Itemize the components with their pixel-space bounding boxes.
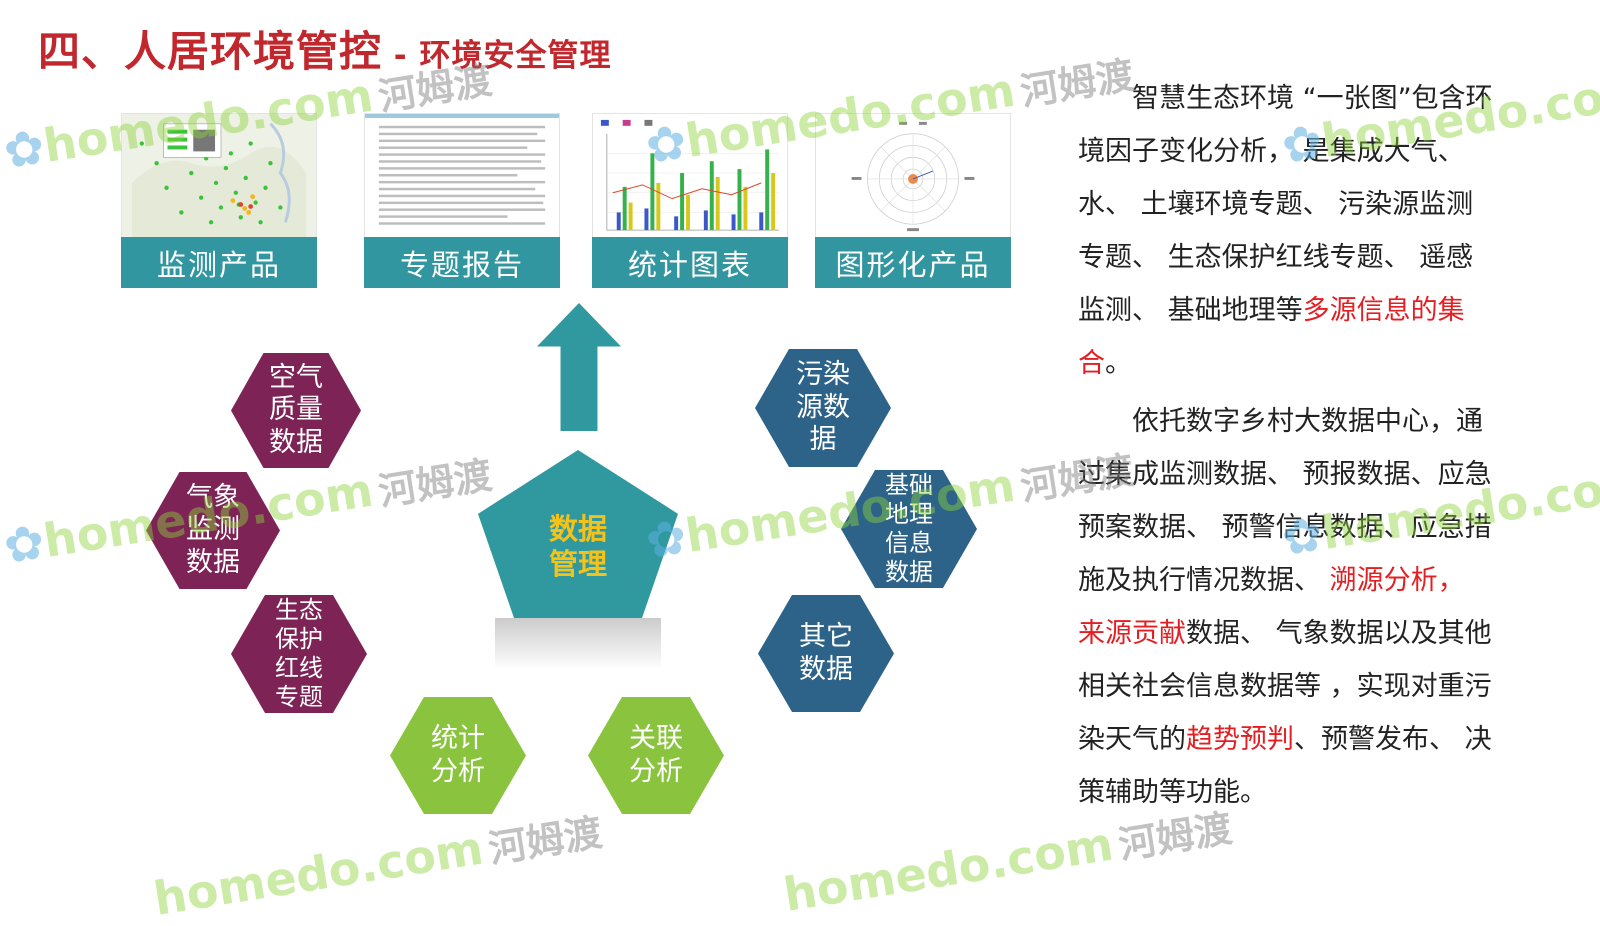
hex-other-data: 其它 数据 <box>758 595 894 712</box>
slide-title: 四、人居环境管控 - 环境安全管理 <box>38 18 611 79</box>
hex-stat-analysis: 统计 分析 <box>390 697 526 814</box>
bar-chart-thumbnail <box>592 113 788 239</box>
center-label: 数据 管理 <box>548 512 607 581</box>
flower-icon: ✿ <box>0 118 49 181</box>
data-management-pentagon: 数据 管理 <box>478 450 678 618</box>
title-sub: - 环境安全管理 <box>382 38 612 74</box>
pentagon-reflection <box>495 618 661 670</box>
flower-icon: ✿ <box>0 513 49 576</box>
paragraph-1: 智慧生态环境 “一张图”包含环境因子变化分析， 是集成大气、水、 土壤环境专题、… <box>1078 83 1493 379</box>
hex-weather: 气象 监测 数据 <box>146 472 280 589</box>
hex-correlation-analysis: 关联 分析 <box>588 697 724 814</box>
product-report: 专题报告 <box>364 113 560 288</box>
radar-thumbnail <box>815 113 1011 239</box>
product-stat-chart: 统计图表 <box>592 113 788 288</box>
hex-geo-info: 基础 地理 信息 数据 <box>841 470 977 588</box>
product-label: 图形化产品 <box>815 237 1011 288</box>
slide: 四、人居环境管控 - 环境安全管理 <box>0 18 1600 926</box>
product-label: 统计图表 <box>592 237 788 288</box>
map-thumbnail <box>121 113 317 239</box>
product-monitoring: 监测产品 <box>121 113 317 288</box>
watermark: homedo.com河姆渡 <box>150 810 606 926</box>
paragraph-2: 依托数字乡村大数据中心，通过集成监测数据、 预报数据、应急预案数据、 预警信息数… <box>1078 406 1492 808</box>
product-label: 专题报告 <box>364 237 560 288</box>
description-panel: 智慧生态环境 “一张图”包含环境因子变化分析， 是集成大气、水、 土壤环境专题、… <box>1078 72 1496 819</box>
hex-pollution-source: 污染 源数 据 <box>755 349 891 467</box>
title-main: 四、人居环境管控 <box>38 27 383 76</box>
hex-air-quality: 空气 质量 数据 <box>231 353 361 468</box>
hex-ecology-redline: 生态 保护 红线 专题 <box>231 595 367 713</box>
product-graphic: 图形化产品 <box>815 113 1011 288</box>
up-arrow-icon <box>537 303 621 431</box>
report-thumbnail <box>364 113 560 239</box>
product-label: 监测产品 <box>121 237 317 288</box>
